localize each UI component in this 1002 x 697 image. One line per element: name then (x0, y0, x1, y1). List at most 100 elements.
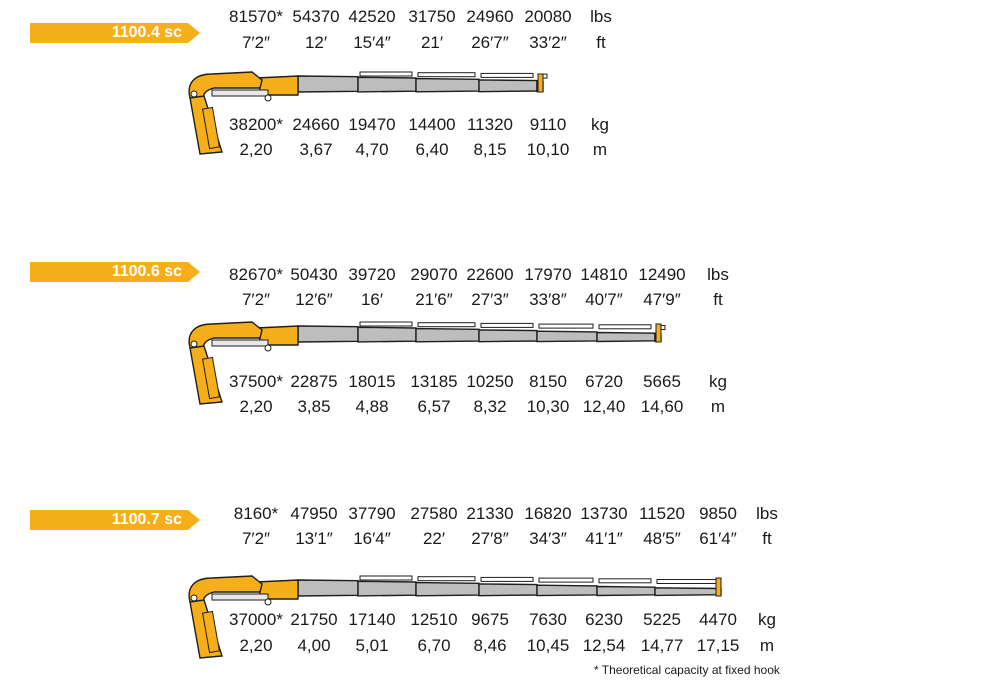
kg-value: 14400 (408, 115, 456, 134)
m-value: 8,46 (473, 636, 507, 655)
ft-value: 12′6″ (295, 290, 333, 309)
boom-slider-pad (480, 322, 534, 328)
boom-cylinder (211, 593, 269, 601)
boom-section (536, 584, 598, 597)
m-value: 10,30 (526, 397, 570, 416)
kg-value: 21750 (290, 610, 338, 629)
ft-value: 22′ (422, 529, 446, 548)
boom-section (297, 75, 359, 93)
kg-value: 37000* (229, 610, 283, 629)
lbs-value: 24960 (466, 7, 514, 26)
ft-value: 48′5″ (643, 529, 681, 548)
crane-diagram (188, 575, 722, 659)
kg-value: 13185 (410, 372, 458, 391)
lbs-value: 22600 (466, 265, 514, 284)
lbs-value: 50430 (290, 265, 338, 284)
m-value: 2,20 (239, 397, 273, 416)
boom-section (536, 330, 598, 343)
kg-value: 8150 (529, 372, 567, 391)
kg-value: 6230 (585, 610, 623, 629)
ft-value: 41′1″ (585, 529, 623, 548)
m-value: 6,40 (415, 140, 449, 159)
lbs-value: 20080 (524, 7, 572, 26)
kg-value: 9675 (471, 610, 509, 629)
lbs-value: 81570* (229, 7, 283, 26)
m-value: 10,45 (526, 636, 570, 655)
boom-section (297, 579, 359, 597)
kg-value: 38200* (229, 115, 283, 134)
kg-value: 5225 (643, 610, 681, 629)
unit-kg: kg (758, 610, 776, 629)
ft-value: 13′1″ (295, 529, 333, 548)
column-cylinder (202, 356, 220, 400)
ft-value: 16′ (360, 290, 384, 309)
m-value: 14,77 (640, 636, 684, 655)
lbs-value: 8160* (233, 504, 279, 523)
lbs-value: 16820 (524, 504, 572, 523)
boom-slider-pad (359, 71, 413, 77)
boom-section (654, 587, 722, 597)
model-name: 1100.7 sc (111, 511, 182, 528)
lbs-value: 27580 (410, 504, 458, 523)
m-value: 2,20 (239, 636, 273, 655)
boom-section (478, 329, 538, 343)
m-value: 5,01 (355, 636, 389, 655)
lbs-value: 17970 (524, 265, 572, 284)
model-section-1: 1100.4 sc 81570* 54370 42520 31750 24960… (0, 0, 1002, 200)
boom-slider-pad (359, 575, 413, 581)
boom-section (357, 76, 417, 93)
lbs-value: 12490 (638, 265, 686, 284)
kg-value: 7630 (529, 610, 567, 629)
ft-value: 33′8″ (529, 290, 567, 309)
unit-m: m (759, 636, 775, 655)
ft-value: 27′8″ (471, 529, 509, 548)
pivot-pin (264, 598, 272, 606)
boom-section (357, 326, 417, 343)
boom-section (415, 77, 480, 93)
m-value: 6,70 (417, 636, 451, 655)
lbs-value: 82670* (229, 265, 283, 284)
boom-slider-pad (656, 579, 718, 584)
boom-section (415, 581, 480, 597)
m-value: 10,10 (526, 140, 570, 159)
boom-slider-pad (598, 578, 652, 584)
unit-ft: ft (596, 33, 606, 52)
crane-diagram (188, 71, 548, 155)
lbs-value: 47950 (290, 504, 338, 523)
boom-slider-pad (538, 577, 594, 583)
m-value: 14,60 (640, 397, 684, 416)
boom-section (478, 79, 538, 93)
model-tag: 1100.6 sc (30, 262, 200, 282)
unit-ft: ft (713, 290, 723, 309)
unit-lbs: lbs (590, 7, 612, 26)
boom-section (297, 325, 359, 343)
lbs-value: 21330 (466, 504, 514, 523)
kg-value: 18015 (348, 372, 396, 391)
boom-end-cap (537, 73, 544, 93)
boom-section (596, 331, 656, 343)
kg-value: 24660 (292, 115, 340, 134)
m-value: 3,85 (297, 397, 331, 416)
boom-slider-pad (538, 323, 594, 329)
ft-value: 33′2″ (529, 33, 567, 52)
lbs-value: 39720 (348, 265, 396, 284)
ft-value: 7′2″ (241, 290, 271, 309)
unit-ft: ft (762, 529, 772, 548)
kg-value: 19470 (348, 115, 396, 134)
ft-value: 15′4″ (353, 33, 391, 52)
m-value: 4,88 (355, 397, 389, 416)
model-name: 1100.6 sc (111, 263, 182, 280)
lbs-value: 42520 (348, 7, 396, 26)
boom-cylinder (211, 339, 269, 347)
boom-section (478, 583, 538, 597)
lbs-value: 9850 (699, 504, 737, 523)
ft-value: 21′6″ (415, 290, 453, 309)
pivot-pin (264, 344, 272, 352)
m-value: 12,40 (582, 397, 626, 416)
column-pin (190, 340, 198, 348)
lbs-value: 37790 (348, 504, 396, 523)
boom-slider-pad (417, 72, 476, 78)
kg-value: 9110 (529, 115, 567, 134)
kg-value: 11320 (466, 115, 514, 134)
ft-value: 7′2″ (241, 33, 271, 52)
